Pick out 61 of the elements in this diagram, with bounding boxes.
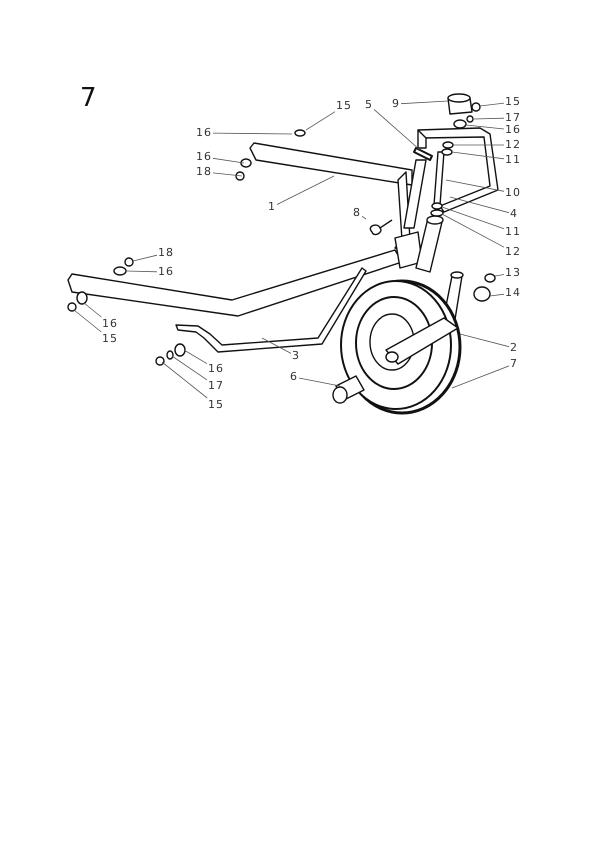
callout-number: 4 [510, 208, 518, 220]
leader-line [362, 216, 366, 220]
callout-number: 17 [208, 380, 224, 392]
callout-number: 16 [208, 363, 224, 375]
leader-line [184, 350, 208, 364]
callout-number: 15 [336, 100, 352, 112]
leader-line [490, 294, 504, 296]
leader-line [262, 338, 292, 354]
callout-number: 16 [158, 266, 174, 278]
callout-number: 8 [353, 207, 361, 219]
leader-line [126, 270, 158, 272]
leader-line [452, 366, 510, 388]
callout-number: 16 [505, 124, 521, 136]
leader-line [306, 111, 336, 130]
leader-line [480, 102, 504, 106]
leader-line [162, 362, 208, 398]
callout-number: 10 [505, 187, 521, 199]
leader-line [442, 206, 504, 230]
leader-line [452, 144, 504, 146]
leader-line [452, 152, 504, 160]
callout-number: 13 [505, 267, 521, 279]
leader-line [172, 356, 208, 380]
figure-number: 7 [80, 84, 97, 112]
leader-line [74, 310, 102, 332]
callout-number: 12 [505, 139, 521, 151]
callout-number: 16 [102, 318, 118, 330]
callout-number: 2 [510, 342, 518, 354]
callout-number: 18 [196, 166, 212, 178]
callout-number: 5 [365, 99, 373, 111]
callout-number: 12 [505, 246, 521, 258]
callout-number: 9 [392, 98, 400, 110]
callout-number: 15 [505, 96, 521, 108]
callout-number: 11 [505, 154, 521, 166]
leader-line [442, 214, 504, 248]
leader-line [446, 180, 504, 192]
callout-number: 16 [196, 127, 212, 139]
leader-line [400, 100, 448, 104]
leader-line [298, 378, 340, 386]
leader-line [276, 176, 334, 205]
callout-number: 15 [208, 399, 224, 411]
callout-number: 14 [505, 287, 521, 299]
leader-line [84, 302, 102, 318]
callout-number: 6 [290, 371, 298, 383]
callout-number: 3 [292, 350, 300, 362]
callout-number: 16 [196, 151, 212, 163]
callout-number: 18 [158, 247, 174, 259]
leader-line [494, 274, 504, 276]
callout-number: 7 [510, 358, 518, 370]
callout-number: 1 [268, 201, 276, 213]
leader-line [212, 172, 242, 176]
callout-number: 17 [505, 112, 521, 124]
leader-line [466, 124, 504, 130]
leader-line [212, 132, 292, 134]
leader-line [212, 158, 244, 164]
leader-line [460, 334, 510, 348]
leader-line [450, 196, 510, 214]
leader-line [374, 109, 420, 150]
leader-line [474, 118, 504, 120]
leader-line [132, 254, 158, 262]
callout-number: 15 [102, 333, 118, 345]
callout-number: 11 [505, 226, 521, 238]
